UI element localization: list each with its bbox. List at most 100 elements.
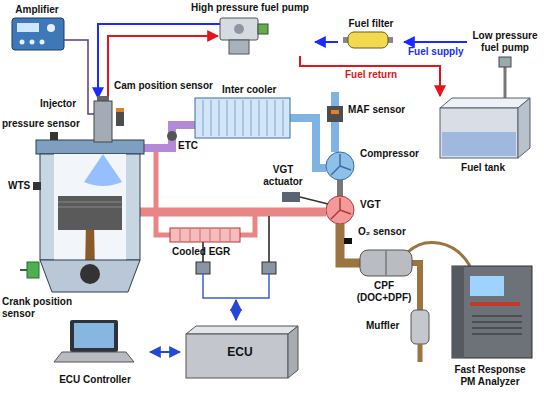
component-label: High pressure fuel pump — [191, 2, 309, 14]
high-pressure-pump — [220, 18, 258, 40]
tank-box: Fuel tank — [430, 96, 536, 176]
pm-analyzer-device — [470, 302, 520, 306]
engine-cylinder — [58, 202, 122, 207]
ecu-box: ECU — [180, 322, 300, 382]
aftertreatment — [418, 344, 423, 362]
injector-fuel-lines — [98, 24, 220, 98]
turbocharger — [326, 152, 354, 180]
part-label: VGT — [360, 199, 381, 211]
low-pressure-pump-device — [499, 57, 511, 67]
maf-sensor-device — [327, 106, 343, 122]
high-pressure-pump — [229, 40, 249, 54]
laptop-device — [70, 320, 118, 352]
amplifier-device — [12, 18, 64, 50]
ecu-box-device — [288, 326, 298, 378]
part-label: O₂ sensor — [358, 226, 406, 238]
engine-sensors — [50, 132, 58, 140]
fuel-tank-device — [518, 98, 530, 158]
engine-sensors — [116, 112, 124, 126]
fuel-filter-device — [343, 32, 393, 48]
intake-air-pipes — [167, 131, 177, 141]
egr-valves — [196, 262, 210, 274]
vgt-actuator-device — [300, 197, 328, 204]
aftertreatment — [385, 251, 387, 275]
component-label: ECU Controller — [59, 374, 131, 386]
engine-sensors — [33, 182, 41, 190]
aftertreatment — [344, 238, 352, 244]
component-label: ECU — [227, 345, 252, 359]
intake-air-pipes — [290, 118, 326, 168]
part-label: Inter cooler — [222, 84, 276, 96]
high-pressure-pump — [258, 24, 268, 34]
maf-sensor-device — [327, 106, 343, 122]
fuel-tank-device — [440, 98, 530, 158]
intercooler-device — [195, 98, 290, 138]
analyzer-box: Fast Response PM Analyzer — [440, 262, 540, 390]
amplifier-device — [40, 40, 45, 45]
amplifier-box: Amplifier — [2, 2, 72, 60]
part-label: Muffler — [366, 320, 399, 332]
fuel-connector — [315, 41, 338, 43]
engine-cylinder — [36, 140, 144, 292]
amplifier-device — [17, 23, 39, 32]
component-label: Fast Response PM Analyzer — [448, 364, 532, 388]
exhaust-egr-pipes — [180, 229, 230, 241]
turbocharger — [331, 198, 351, 219]
part-label: Crank position sensor — [2, 296, 78, 320]
fuel-filter-device — [348, 32, 388, 48]
injector-device — [94, 96, 112, 142]
egr-valves — [235, 300, 237, 320]
pump-box: High pressure fuel pump — [185, 0, 315, 56]
turbocharger — [331, 154, 351, 175]
engine-sensors — [20, 108, 124, 278]
high-pressure-pump — [234, 24, 244, 34]
filter-box: Fuel filter — [338, 16, 404, 56]
engine-sensors — [116, 108, 124, 112]
vgt-actuator-device — [282, 192, 300, 202]
pm-analyzer-device — [452, 266, 532, 358]
aftertreatment — [360, 250, 412, 276]
part-label: CPF (DOC+DPF) — [352, 280, 416, 304]
egr-valves — [203, 274, 269, 298]
amplifier-device — [47, 24, 55, 32]
component-label: Low pressure fuel pump — [470, 30, 540, 54]
pm-analyzer-device — [452, 266, 532, 358]
pump-box: Low pressure fuel pump — [467, 28, 543, 78]
injector-fuel-lines — [98, 24, 220, 98]
part-label: Injector — [40, 98, 76, 110]
part-label: Cam position sensor — [114, 80, 213, 92]
amplifier-device — [12, 18, 64, 50]
turbocharger — [326, 196, 354, 224]
engine-cylinder — [84, 154, 122, 186]
ecu-box-device — [186, 326, 298, 378]
laptop-device — [74, 323, 114, 348]
intercooler-device — [203, 100, 283, 136]
engine-cylinder — [58, 196, 122, 230]
egr-valves — [262, 262, 276, 274]
component-label: Amplifier — [15, 4, 58, 16]
engine-cylinder — [80, 264, 100, 284]
exhaust-egr-pipes — [156, 152, 170, 235]
pm-analyzer-device — [470, 276, 504, 296]
engine-sensors — [27, 262, 39, 278]
part-label: ETC — [178, 140, 198, 152]
injector-fuel-lines — [108, 36, 218, 98]
exhaust-egr-pipes — [140, 208, 326, 217]
pm-analyzer-device — [452, 266, 464, 358]
fuel-tank-device — [440, 98, 530, 108]
amplifier-device — [30, 40, 35, 45]
part-label: Cooled EGR — [172, 246, 230, 258]
engine-cylinder — [36, 140, 144, 154]
turbocharger — [326, 152, 354, 224]
component-label: Fuel tank — [461, 162, 505, 174]
part-label: VGT actuator — [260, 164, 306, 188]
maf-sensor-device — [331, 110, 339, 114]
laptop-device — [54, 352, 134, 362]
high-pressure-pump — [220, 18, 268, 54]
fuel-connector — [404, 41, 467, 43]
fuel-connector — [300, 56, 440, 96]
aftertreatment — [412, 263, 420, 310]
aftertreatment — [340, 224, 470, 362]
